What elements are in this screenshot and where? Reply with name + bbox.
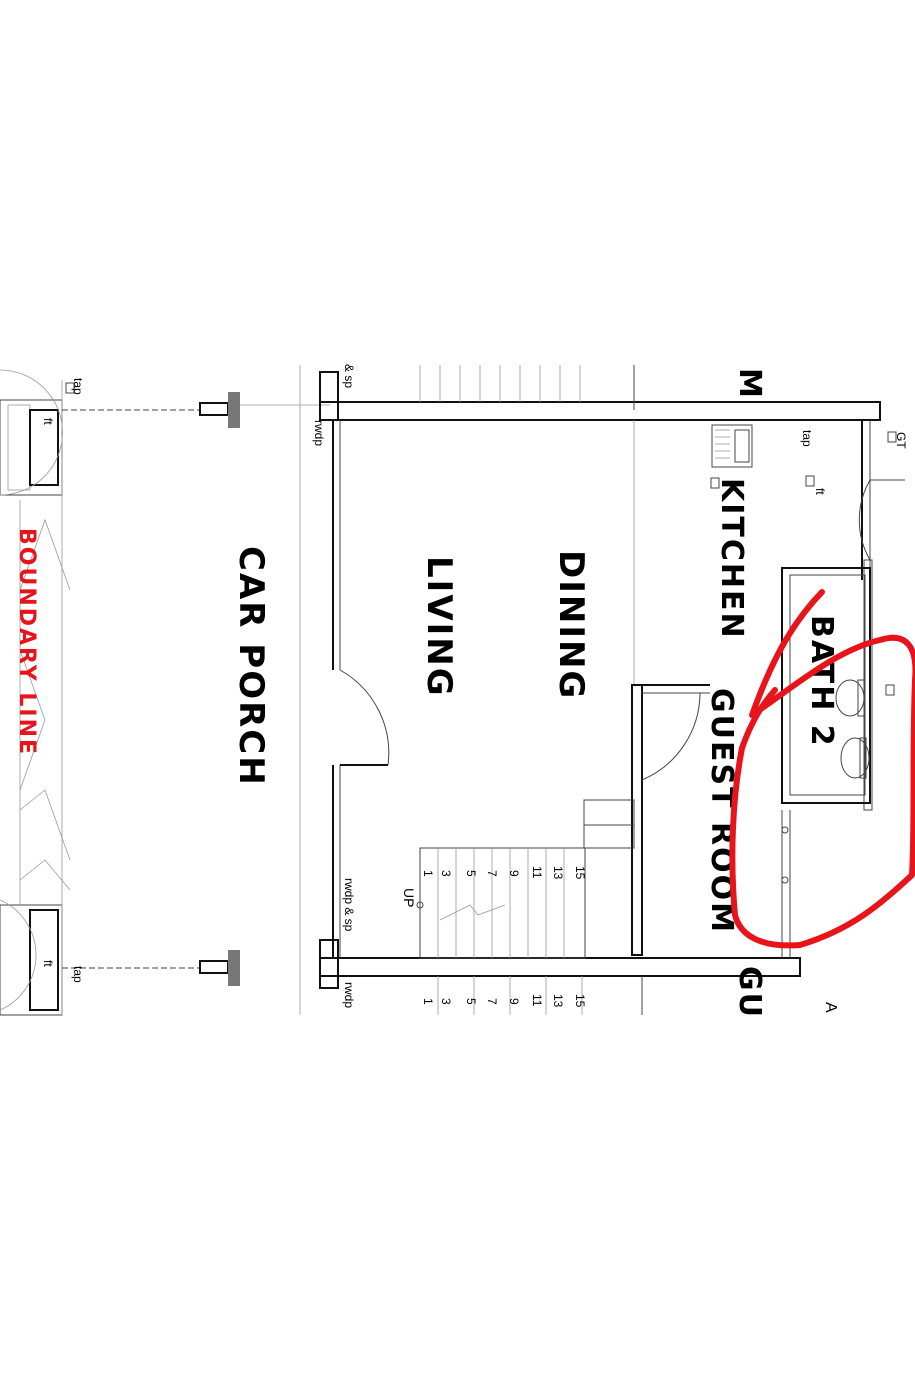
room-label-living: LIVING xyxy=(419,556,459,698)
stair-step-number: 5 xyxy=(464,870,478,877)
stair-numbers-lower: 1 3 5 7 9 11 13 15 xyxy=(421,994,587,1008)
washbasin-icon xyxy=(840,737,870,779)
stair-numbers-upper: 1 3 5 7 9 11 13 15 xyxy=(421,866,587,880)
stair-step-number: 13 xyxy=(551,994,565,1008)
sp-label: & sp xyxy=(342,364,356,388)
kitchen-sink-icon xyxy=(711,424,753,468)
stair-flight xyxy=(416,847,586,959)
stair-step-number: 15 xyxy=(573,994,587,1008)
sliding-gate-top xyxy=(62,392,240,428)
stair-step-number: 1 xyxy=(421,998,435,1005)
stair-step-number: 9 xyxy=(507,998,521,1005)
room-label-car-porch: CAR PORCH xyxy=(231,546,271,787)
main-walls xyxy=(319,365,905,989)
tap-label: tap xyxy=(71,378,85,395)
boundary-line-label: BOUNDARY LINE xyxy=(14,528,39,756)
sliding-gate-bottom xyxy=(62,950,240,986)
stair-step-number: 3 xyxy=(439,998,453,1005)
room-label-partial-bottom: GU xyxy=(732,966,767,1019)
rwdp-label: rwdp xyxy=(312,420,326,446)
gt-label: GT xyxy=(894,432,908,449)
room-label-kitchen: KITCHEN xyxy=(714,478,749,640)
stair-step-number: 7 xyxy=(485,998,499,1005)
ft-label: ft xyxy=(41,418,55,425)
up-label: UP xyxy=(401,888,417,907)
stair-step-number: 11 xyxy=(530,994,544,1007)
rwdp-label: rwdp xyxy=(342,982,356,1008)
left-ft-icon xyxy=(65,382,75,394)
room-label-dining: DINING xyxy=(551,550,591,700)
stair-step-number: 1 xyxy=(421,870,435,877)
stair-step-number: 13 xyxy=(551,866,565,880)
kitchen-ft-icon xyxy=(805,475,815,487)
stair-step-number: 9 xyxy=(507,870,521,877)
tap-label: tap xyxy=(71,966,85,983)
toilet-icon xyxy=(835,679,865,717)
gt-marker-icon xyxy=(887,431,897,443)
partial-a-label: A xyxy=(822,1002,839,1013)
stair-flight-lower xyxy=(437,976,643,1015)
room-label-partial-top: M xyxy=(732,368,767,400)
stair-step-number: 7 xyxy=(485,870,499,877)
partial-stair-top xyxy=(419,365,581,402)
rwdp-sp-label: rwdp & sp xyxy=(342,878,356,932)
stair-step-number: 11 xyxy=(530,866,544,879)
floor-trap-icon xyxy=(710,477,720,489)
ft-label: ft xyxy=(813,488,827,495)
tap-label: tap xyxy=(800,430,814,447)
left-boundary-walls xyxy=(0,369,71,1016)
bath-ft-icon xyxy=(885,684,895,696)
ft-label: ft xyxy=(41,960,55,967)
red-markup-circle xyxy=(729,589,915,949)
room-label-bath-2: BATH 2 xyxy=(804,615,839,748)
drawing-notes: tap ft tap ft & sp rwdp rwdp & sp rwdp t… xyxy=(41,364,908,1013)
stair-step-number: 3 xyxy=(439,870,453,877)
stair-step-number: 5 xyxy=(464,998,478,1005)
stair-step-number: 15 xyxy=(573,866,587,880)
